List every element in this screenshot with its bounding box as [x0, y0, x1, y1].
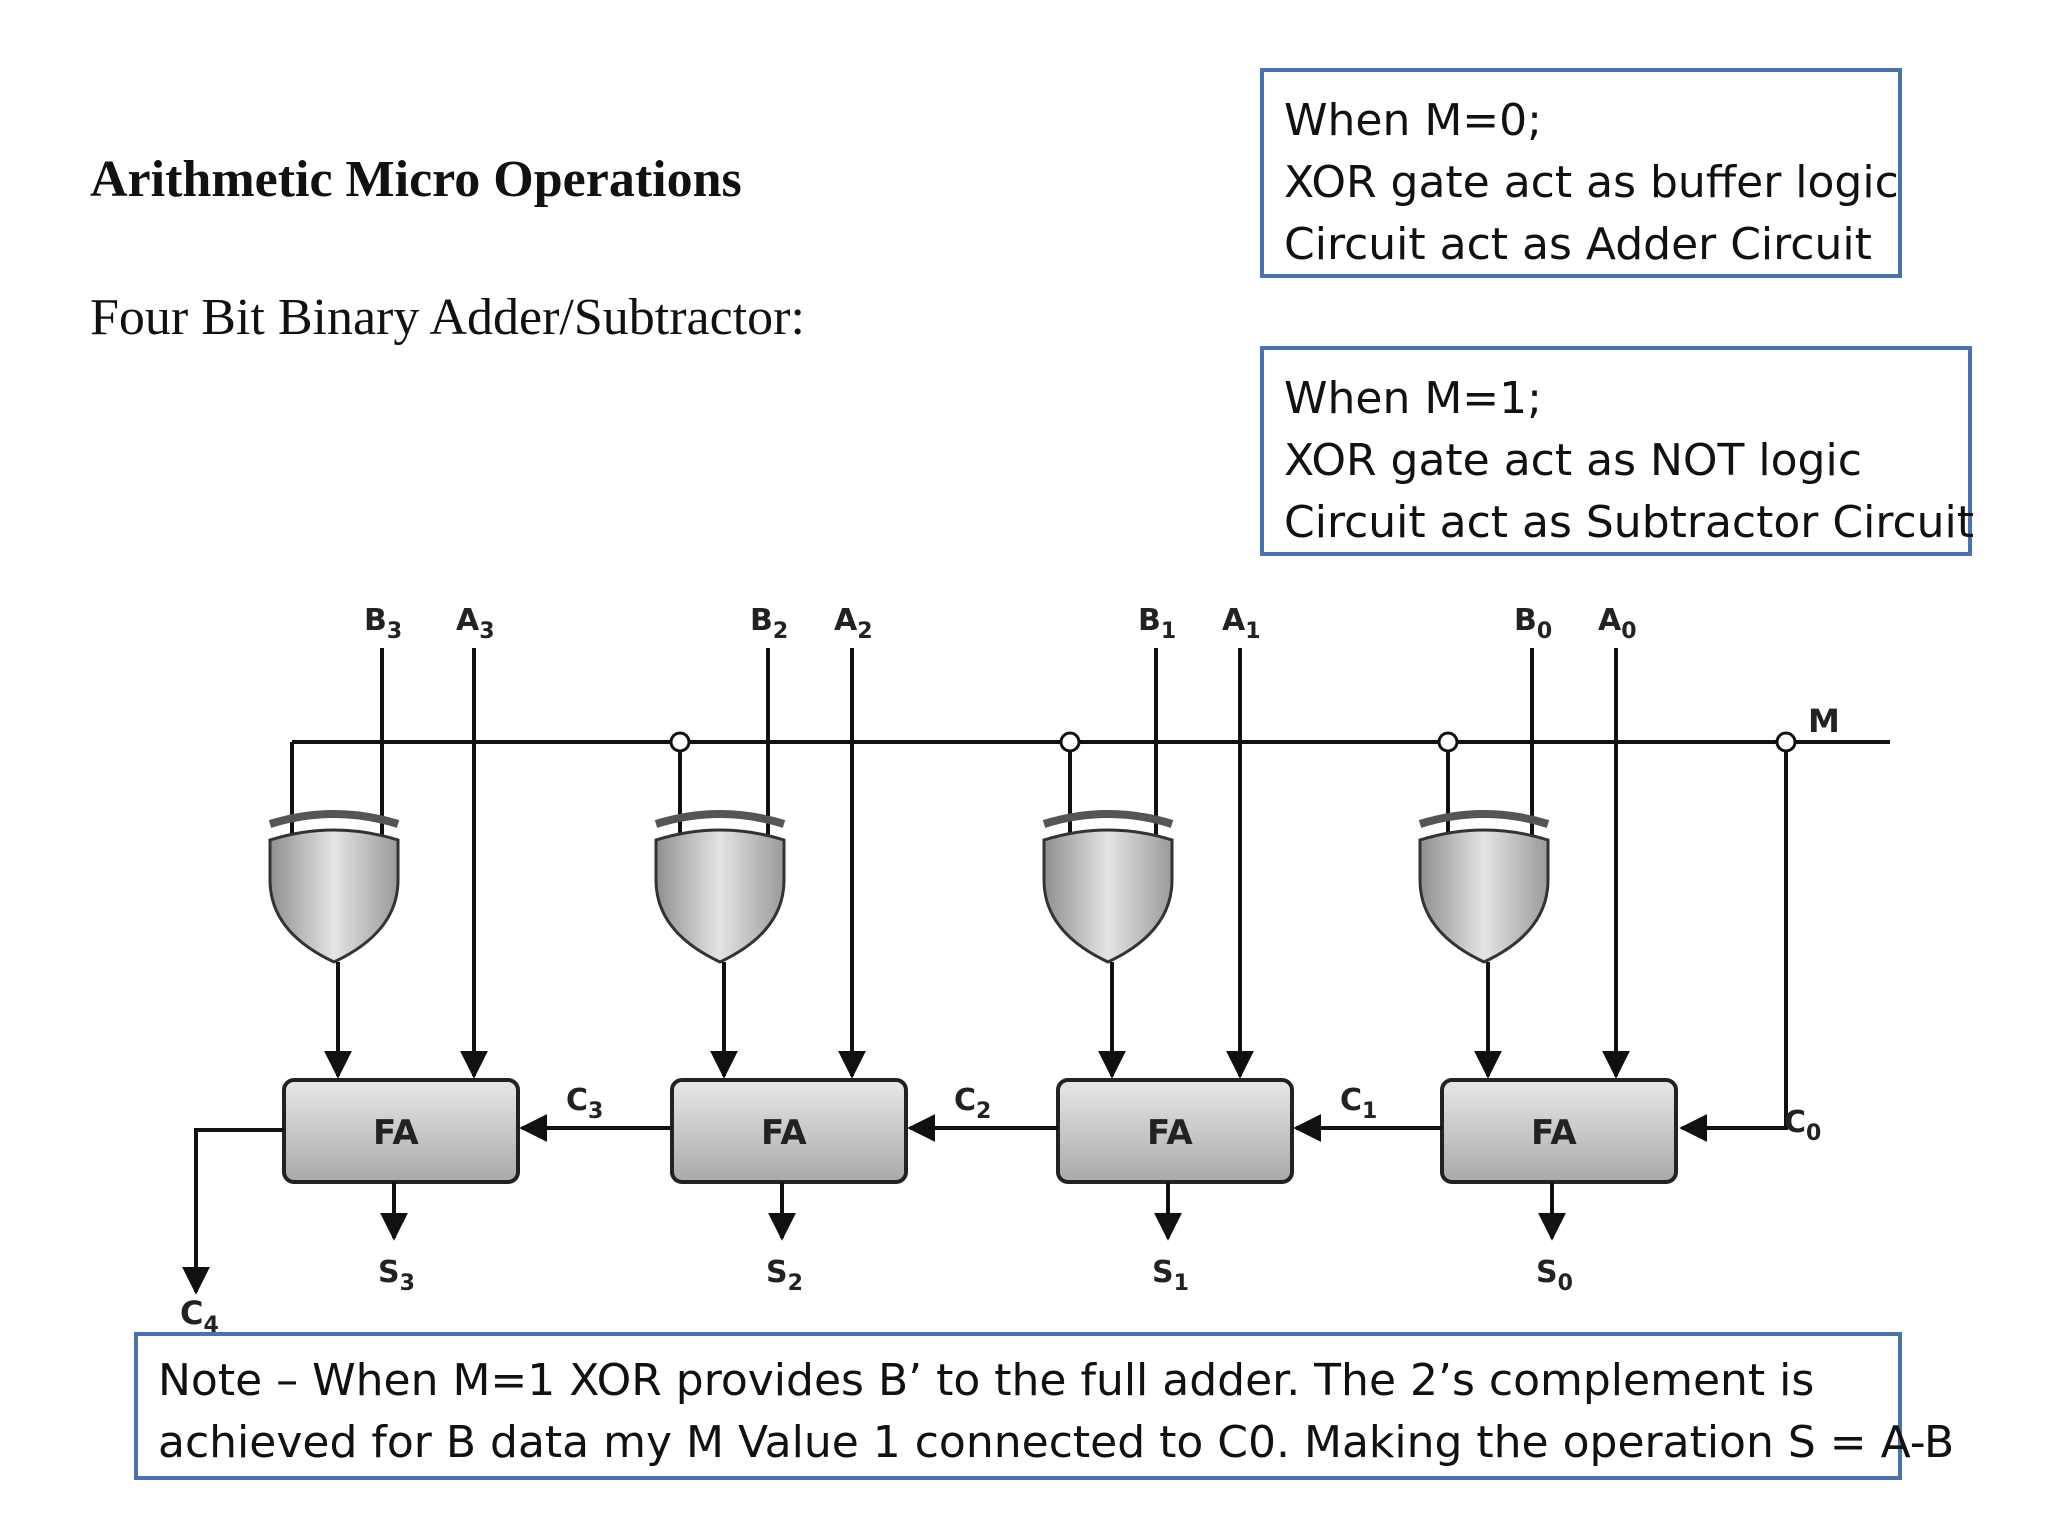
m1-line-3: Circuit act as Subtractor Circuit — [1284, 497, 1974, 548]
xor-gate-input-arc — [1042, 810, 1174, 828]
note-box: Note – When M=1 XOR provides B’ to the f… — [134, 1332, 1955, 1480]
carry-in-label: C2 — [954, 1083, 991, 1124]
xor-gate — [268, 828, 400, 964]
m-to-c0-wire — [1679, 751, 1788, 1142]
a-input-label: A2 — [834, 603, 873, 644]
carry-in-label: C1 — [1340, 1083, 1377, 1124]
xor-gate — [1042, 828, 1174, 964]
b-input-label: B2 — [750, 603, 788, 644]
m-junction — [1437, 731, 1459, 753]
full-adder-label: FA — [1531, 1113, 1577, 1153]
m-junction — [1775, 731, 1797, 753]
m-junction — [669, 731, 691, 753]
m-label: M — [1808, 702, 1840, 740]
xor-gate-input-arc — [654, 810, 786, 828]
page-title: Arithmetic Micro Operations — [90, 151, 742, 208]
m0-line-1: When M=0; — [1284, 95, 1542, 146]
full-adder-label: FA — [761, 1113, 807, 1153]
full-adder-block — [1440, 1078, 1678, 1184]
m1-explanation-box: When M=1; XOR gate act as NOT logic Circ… — [1260, 346, 1974, 556]
sum-output-label: S0 — [1536, 1255, 1573, 1296]
xor-gate — [654, 828, 786, 964]
a-input-label: A1 — [1222, 603, 1261, 644]
carry-in-label: C0 — [1784, 1105, 1821, 1146]
m1-line-1: When M=1; — [1284, 373, 1542, 424]
page-subtitle: Four Bit Binary Adder/Subtractor: — [90, 289, 805, 346]
note-line-1: Note – When M=1 XOR provides B’ to the f… — [158, 1355, 1815, 1406]
m0-line-2: XOR gate act as buffer logic — [1284, 157, 1899, 208]
xor-gate-input-arc — [268, 810, 400, 828]
m0-line-3: Circuit act as Adder Circuit — [1284, 219, 1872, 270]
m0-explanation-box: When M=0; XOR gate act as buffer logic C… — [1260, 68, 1902, 278]
xor-gate-input-arc — [1418, 810, 1550, 828]
note-line-2: achieved for B data my M Value 1 connect… — [158, 1417, 1955, 1468]
b-input-label: B0 — [1514, 603, 1552, 644]
m1-line-2: XOR gate act as NOT logic — [1284, 435, 1862, 486]
m-junction — [1059, 731, 1081, 753]
full-adder-label: FA — [1147, 1113, 1193, 1153]
xor-gate — [1418, 828, 1550, 964]
b-input-label: B3 — [364, 603, 402, 644]
sum-output-label: S3 — [378, 1255, 415, 1296]
full-adder-block — [670, 1078, 908, 1184]
carry-out-wire — [182, 1128, 284, 1295]
full-adder-block — [1056, 1078, 1294, 1184]
b-input-label: B1 — [1138, 603, 1176, 644]
carry-in-label: C3 — [566, 1083, 603, 1124]
a-input-label: A3 — [456, 603, 495, 644]
full-adder-label: FA — [373, 1113, 419, 1153]
a-input-label: A0 — [1598, 603, 1637, 644]
sum-output-label: S2 — [766, 1255, 803, 1296]
sum-output-label: S1 — [1152, 1255, 1189, 1296]
carry-out-label: C4 — [180, 1294, 219, 1338]
